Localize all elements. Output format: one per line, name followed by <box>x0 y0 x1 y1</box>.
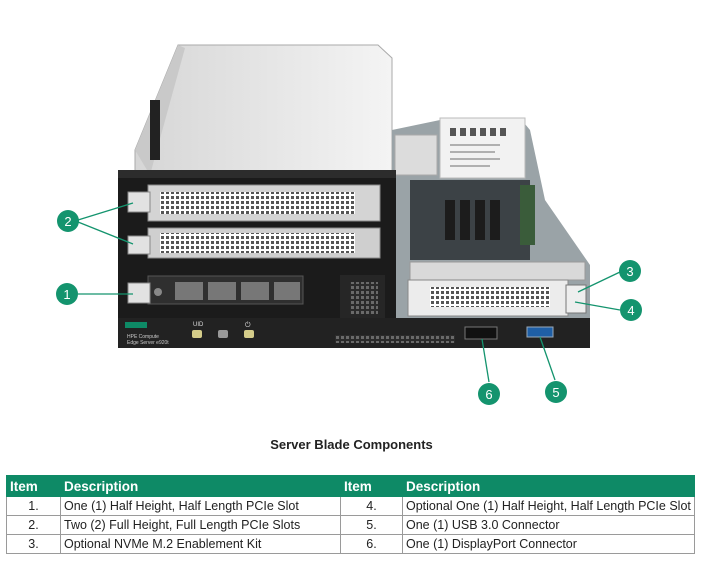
callout-2: 2 <box>57 210 79 232</box>
svg-text:4: 4 <box>627 303 634 318</box>
item-description: One (1) USB 3.0 Connector <box>402 515 695 535</box>
table-header-row: Item Description Item Description <box>6 475 695 497</box>
riser-assembly <box>392 117 590 325</box>
item-description: Optional NVMe M.2 Enablement Kit <box>60 534 341 554</box>
header-item-right: Item <box>340 475 403 497</box>
chassis-front-left <box>118 170 396 320</box>
header-item-left: Item <box>6 475 61 497</box>
server-blade-illustration: HPE Compute Edge Server e920t UID ⏻ 2 1 … <box>56 44 642 405</box>
item-description: Two (2) Full Height, Full Length PCIe Sl… <box>60 515 341 535</box>
item-number: 4. <box>340 496 403 516</box>
svg-text:3: 3 <box>626 264 633 279</box>
callout-1: 1 <box>56 283 78 305</box>
callout-5: 5 <box>545 381 567 403</box>
callout-4: 4 <box>620 299 642 321</box>
item-description: One (1) DisplayPort Connector <box>402 534 695 554</box>
item-number: 1. <box>6 496 61 516</box>
power-button[interactable] <box>244 330 254 338</box>
header-description-left: Description <box>60 475 341 497</box>
uid-button[interactable] <box>192 330 202 338</box>
callout-3: 3 <box>619 260 641 282</box>
figure-caption: Server Blade Components <box>270 437 433 452</box>
item-number: 5. <box>340 515 403 535</box>
usb-connector[interactable] <box>526 326 554 338</box>
item-number: 6. <box>340 534 403 554</box>
pcie-cage-top <box>134 44 393 176</box>
item-description: Optional One (1) Half Height, Half Lengt… <box>402 496 695 516</box>
front-panel: HPE Compute Edge Server e920t UID ⏻ <box>118 318 590 348</box>
brand-line-2: Edge Server e920t <box>127 340 169 346</box>
svg-text:5: 5 <box>552 385 559 400</box>
item-number: 3. <box>6 534 61 554</box>
health-led <box>218 330 228 338</box>
power-icon: ⏻ <box>245 321 251 329</box>
uid-label: UID <box>193 322 204 328</box>
table-row: 3. Optional NVMe M.2 Enablement Kit 6. O… <box>6 534 695 554</box>
table-row: 1. One (1) Half Height, Half Length PCIe… <box>6 496 695 516</box>
item-number: 2. <box>6 515 61 535</box>
svg-text:2: 2 <box>64 214 71 229</box>
item-description: One (1) Half Height, Half Length PCIe Sl… <box>60 496 341 516</box>
displayport-connector[interactable] <box>464 326 498 340</box>
svg-text:6: 6 <box>485 387 492 402</box>
brand-line-1: HPE Compute <box>127 334 159 340</box>
components-table: Item Description Item Description 1. One… <box>6 475 695 554</box>
svg-text:1: 1 <box>63 287 70 302</box>
callout-lines <box>77 202 621 383</box>
table-row: 2. Two (2) Full Height, Full Length PCIe… <box>6 515 695 535</box>
header-description-right: Description <box>402 475 695 497</box>
callout-6: 6 <box>478 383 500 405</box>
